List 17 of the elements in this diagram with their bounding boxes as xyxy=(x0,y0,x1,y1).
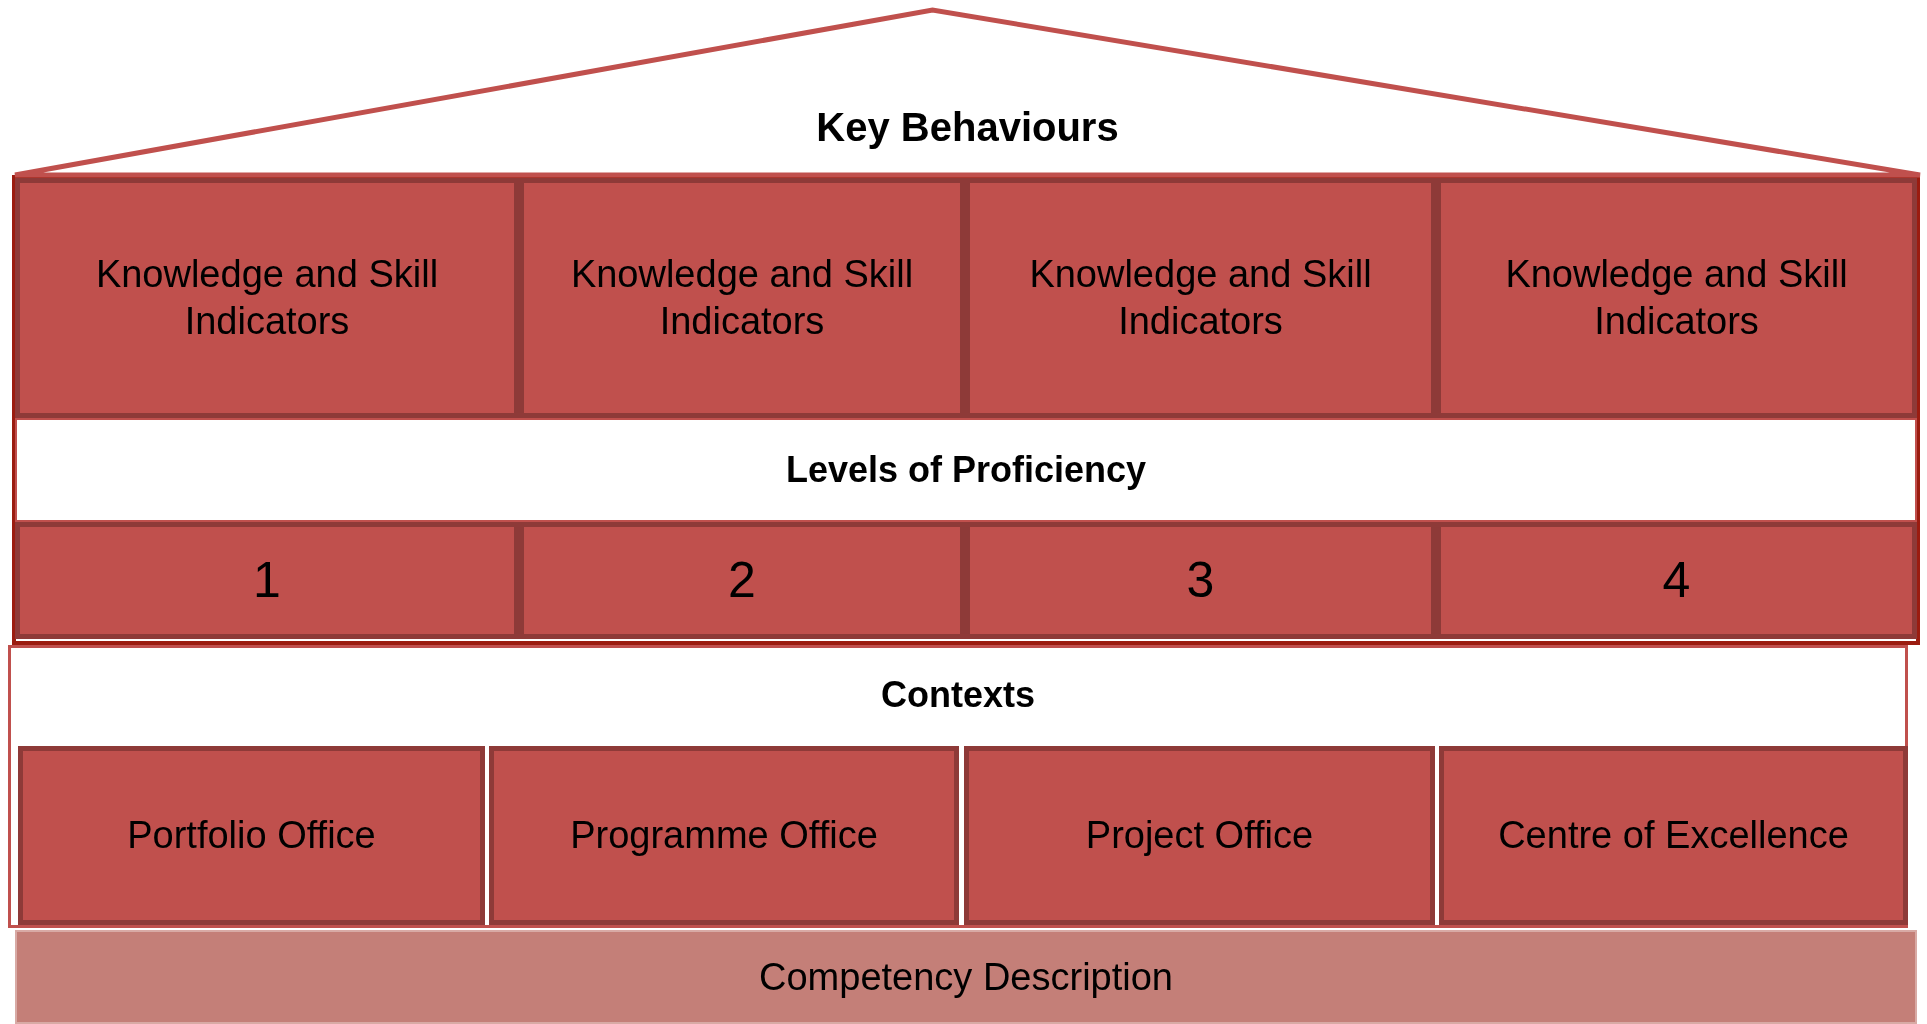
indicator-box: Programme Office xyxy=(489,746,959,925)
indicator-box: Project Office xyxy=(964,746,1435,925)
indicator-box: Portfolio Office xyxy=(18,746,485,925)
base-bar: Competency Description xyxy=(15,930,1917,1024)
level-box: 3 xyxy=(965,522,1436,639)
contexts-panel xyxy=(8,645,1908,928)
level-box: 1 xyxy=(15,522,519,639)
level-box: 4 xyxy=(1436,522,1917,639)
indicator-box: Knowledge and Skill Indicators xyxy=(519,178,965,418)
indicator-box: Knowledge and Skill Indicators xyxy=(1436,178,1917,418)
indicator-box: Knowledge and Skill Indicators xyxy=(15,178,519,418)
indicator-box: Knowledge and Skill Indicators xyxy=(965,178,1436,418)
roof-heading: Key Behaviours xyxy=(816,104,1119,151)
section-heading: Contexts xyxy=(881,673,1035,717)
heading-band: Levels of Proficiency xyxy=(15,418,1917,522)
indicator-box: Centre of Excellence xyxy=(1439,746,1908,925)
level-box: 2 xyxy=(519,522,965,639)
